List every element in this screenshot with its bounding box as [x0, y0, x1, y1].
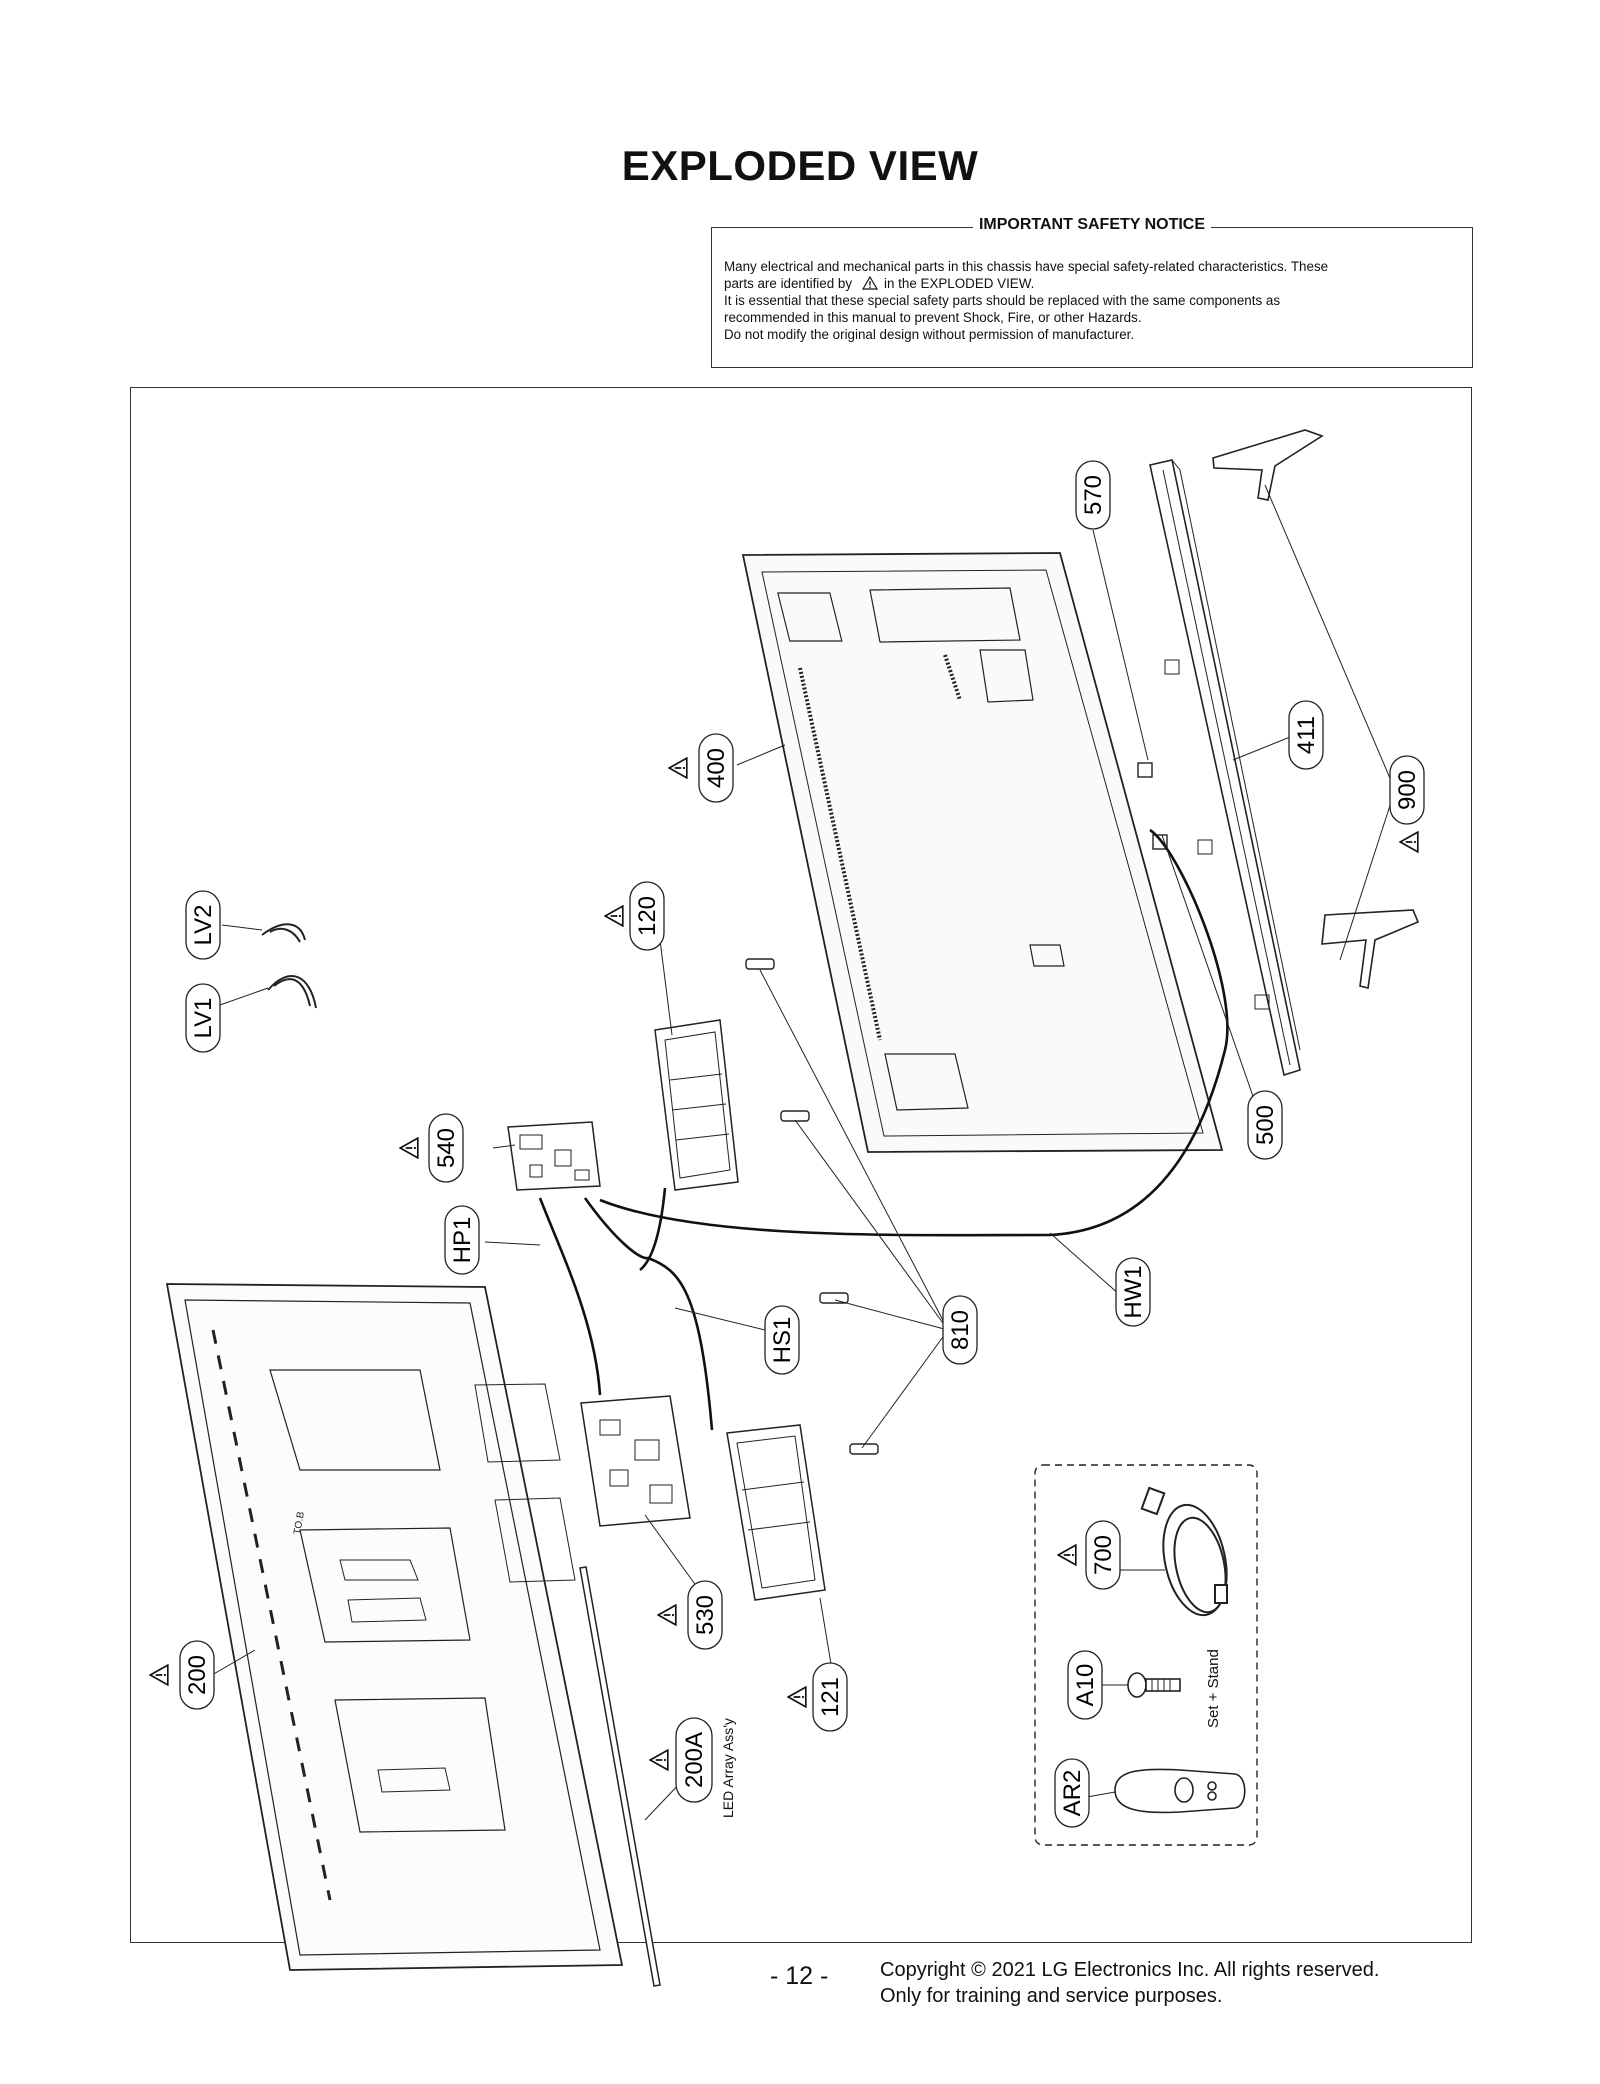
label-lv1-text: LV1	[190, 998, 217, 1039]
warning-triangle-icon	[657, 1604, 677, 1626]
label-121: 121	[812, 1662, 848, 1732]
notice-line-2b: in the EXPLODED VIEW.	[884, 276, 1035, 291]
label-900-text: 900	[1394, 770, 1421, 810]
led-array-part	[579, 1566, 661, 1987]
hp1-cable	[538, 1197, 602, 1396]
label-700: 700	[1085, 1520, 1121, 1590]
label-530-text: 530	[692, 1595, 719, 1635]
label-530: 530	[687, 1580, 723, 1650]
page-title: EXPLODED VIEW	[621, 142, 979, 189]
speaker-bracket-lower-part	[726, 1424, 826, 1601]
lvds-cable-part	[261, 923, 317, 1009]
power-board-part	[580, 1395, 691, 1527]
label-121-text: 121	[817, 1677, 844, 1717]
label-200a: 200A	[675, 1717, 713, 1803]
label-540: 540	[428, 1113, 464, 1183]
led-array-annotation: LED Array Ass'y	[720, 1718, 736, 1818]
safety-notice-heading: IMPORTANT SAFETY NOTICE	[972, 216, 1212, 233]
label-ar2: AR2	[1054, 1758, 1090, 1828]
label-a10-text: A10	[1072, 1664, 1099, 1707]
warning-triangle-icon	[649, 1749, 669, 1771]
label-570-text: 570	[1080, 475, 1107, 515]
label-hw1-text: HW1	[1120, 1265, 1147, 1318]
copyright-line: Copyright © 2021 LG Electronics Inc. All…	[880, 1959, 1380, 1981]
set-stand-annotation: Set + Stand	[1205, 1649, 1222, 1728]
diagram-frame	[130, 387, 1472, 1943]
hw1-cable	[599, 828, 1229, 1237]
label-400: 400	[698, 733, 734, 803]
warning-triangle-icon	[1057, 1544, 1077, 1566]
label-120: 120	[629, 881, 665, 951]
notice-line-4: recommended in this manual to prevent Sh…	[724, 310, 1142, 325]
label-ar2-text: AR2	[1059, 1770, 1086, 1817]
hs1-cable	[583, 1197, 714, 1431]
display-panel-part	[165, 1283, 624, 1971]
warning-triangle-icon	[399, 1137, 419, 1159]
label-900: 900	[1389, 755, 1425, 825]
speaker-bracket-part	[654, 1019, 739, 1191]
label-411: 411	[1288, 700, 1324, 770]
remote-control-part	[1114, 1768, 1246, 1814]
warning-triangle-icon	[149, 1664, 169, 1686]
notice-line-3: It is essential that these special safet…	[724, 293, 1281, 308]
label-200a-text: 200A	[681, 1732, 708, 1788]
main-board-part	[507, 1121, 601, 1191]
label-lv2: LV2	[185, 890, 221, 960]
stand-leg-part	[1212, 429, 1420, 989]
warning-triangle-icon	[862, 276, 879, 290]
label-400-text: 400	[703, 748, 730, 788]
label-411-text: 411	[1293, 716, 1320, 754]
label-lv2-text: LV2	[190, 905, 217, 946]
panel-mark: TO.B	[292, 1510, 307, 1535]
label-hs1-text: HS1	[769, 1317, 796, 1364]
label-120-text: 120	[634, 896, 661, 936]
page-number: - 12 -	[770, 1962, 829, 1990]
warning-triangle-icon	[1399, 831, 1419, 853]
label-810: 810	[942, 1295, 978, 1365]
label-hp1: HP1	[444, 1205, 480, 1275]
training-line: Only for training and service purposes.	[880, 1985, 1223, 2007]
cables	[538, 828, 1229, 1431]
footer-copyright: Copyright © 2021 LG Electronics Inc. All…	[880, 1957, 1379, 2009]
warning-triangle-icon	[787, 1686, 807, 1708]
label-200: 200	[179, 1640, 215, 1710]
label-500-text: 500	[1252, 1105, 1279, 1145]
power-cord-part	[1140, 1486, 1228, 1617]
label-hw1: HW1	[1115, 1257, 1151, 1327]
warning-triangle-icon	[668, 757, 688, 779]
speaker-pad-part	[745, 958, 879, 1455]
notice-line-2: parts are identified by in the EXPLODED V…	[724, 275, 1460, 292]
label-200-text: 200	[184, 1655, 211, 1695]
label-810-text: 810	[947, 1310, 974, 1350]
hw1-branch-cable	[639, 1187, 667, 1272]
notice-line-2a: parts are identified by	[724, 276, 853, 291]
back-cover-part	[741, 552, 1224, 1153]
label-540-text: 540	[433, 1128, 460, 1168]
warning-triangle-icon	[604, 905, 624, 927]
label-hs1: HS1	[764, 1305, 800, 1375]
safety-notice-box: IMPORTANT SAFETY NOTICE Many electrical …	[711, 216, 1473, 368]
notice-line-1: Many electrical and mechanical parts in …	[724, 259, 1329, 274]
stand-screw-part	[1127, 1672, 1181, 1698]
notice-line-5: Do not modify the original design withou…	[724, 327, 1135, 342]
label-570: 570	[1075, 460, 1111, 530]
accessory-box	[1034, 1464, 1258, 1846]
label-500: 500	[1247, 1090, 1283, 1160]
label-a10: A10	[1067, 1650, 1103, 1720]
label-700-text: 700	[1090, 1535, 1117, 1575]
label-lv1: LV1	[185, 983, 221, 1053]
label-hp1-text: HP1	[449, 1217, 476, 1264]
stand-bracket-part	[1149, 459, 1301, 1077]
